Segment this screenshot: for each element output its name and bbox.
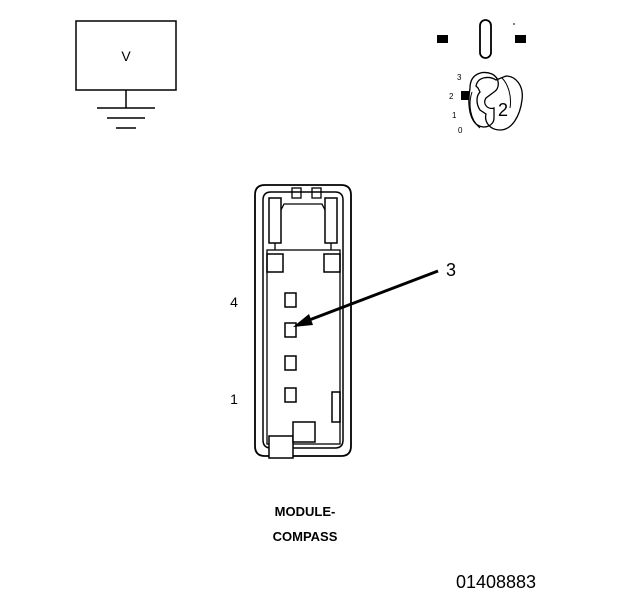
- polarization-key-right: [323, 253, 341, 273]
- voltmeter-symbol: V: [121, 48, 131, 64]
- key-blade-icon: [437, 19, 526, 59]
- ground-icon: [97, 107, 155, 129]
- pin-2: [284, 355, 297, 371]
- pin-4: [284, 292, 297, 308]
- connector-title-line1: MODULE-: [275, 504, 336, 519]
- position-marker: [461, 91, 469, 100]
- callout-arrow: [293, 269, 439, 327]
- connector-shell: [254, 184, 352, 457]
- ignition-switch: 2 3 2 1 0: [437, 19, 526, 135]
- connector-inner-wall: [262, 191, 344, 449]
- voltmeter: V: [75, 20, 177, 129]
- connector-latch: [268, 187, 338, 250]
- side-rib: [331, 391, 341, 423]
- position-label-3: 3: [457, 73, 462, 82]
- figure-id: 01408883: [456, 572, 536, 592]
- position-label-2: 2: [449, 92, 454, 101]
- bottom-lock-tab: [268, 435, 294, 459]
- callout-label: 3: [446, 260, 456, 280]
- polarization-key-left: [266, 253, 284, 273]
- position-label-1: 1: [452, 111, 457, 120]
- ignition-callout: 2: [498, 100, 508, 120]
- connector-cavity: [266, 249, 341, 445]
- bottom-lock-step: [292, 421, 316, 443]
- pin-label-4: 4: [230, 294, 238, 310]
- pin-3: [284, 322, 297, 338]
- position-label-0: 0: [458, 126, 463, 135]
- pin-label-1: 1: [230, 391, 238, 407]
- connector: 4 1 3: [230, 184, 456, 459]
- ignition-cylinder-icon: 2: [461, 71, 523, 131]
- pin-1: [284, 387, 297, 403]
- connector-title-line2: COMPASS: [273, 529, 338, 544]
